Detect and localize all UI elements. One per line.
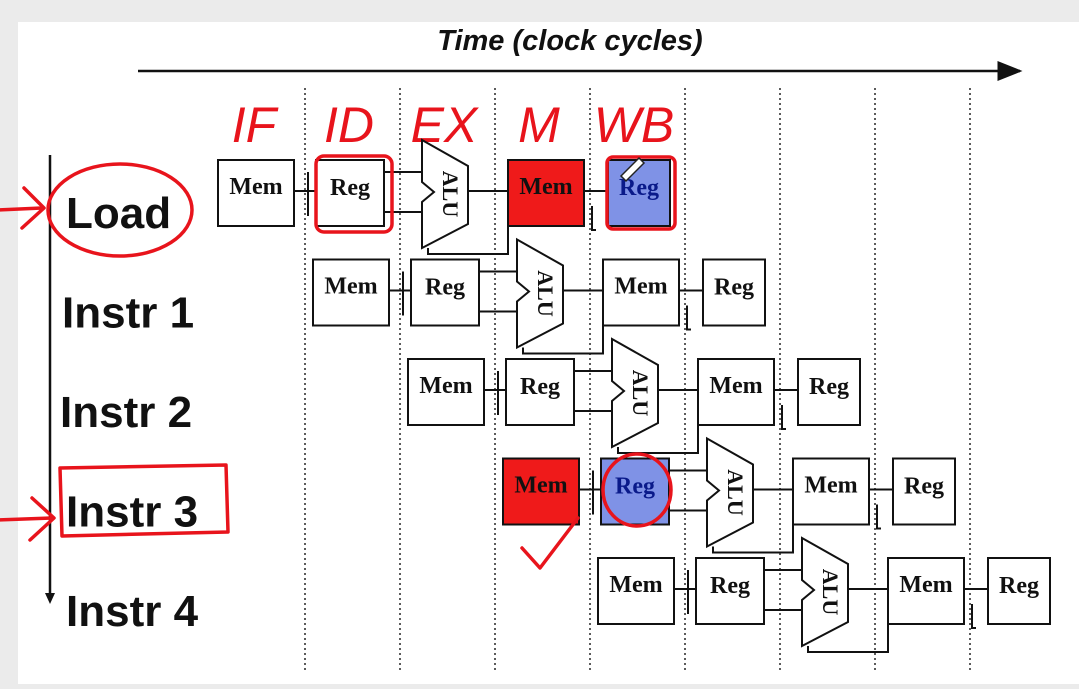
time-axis-title: Time (clock cycles) — [437, 25, 702, 57]
connector — [427, 190, 509, 255]
instruction-memory-box — [502, 457, 580, 526]
mem-label: Mem — [229, 174, 282, 200]
reg-label: Reg — [330, 175, 370, 201]
instruction-row: Instr 4 Mem Reg ALU Mem Reg — [66, 536, 1051, 653]
register-write-box — [607, 159, 671, 227]
instr3-box — [58, 463, 230, 538]
connector — [584, 190, 608, 231]
alu-label: ALU — [438, 171, 463, 218]
connector — [522, 289, 604, 355]
data-memory-box — [602, 258, 680, 327]
check-mark — [520, 516, 580, 570]
connector — [774, 389, 798, 430]
connector — [674, 570, 696, 614]
instruction-memory-box — [217, 159, 295, 227]
reg-label: Reg — [999, 573, 1039, 599]
stage-label-ex: EX — [411, 97, 479, 153]
connector — [764, 569, 802, 611]
reg-label: Reg — [809, 374, 849, 400]
row-label: Instr 2 — [60, 388, 192, 437]
data-memory-box — [887, 557, 965, 625]
connector — [579, 470, 601, 515]
register-read-box — [695, 557, 765, 625]
stage-label-m: M — [518, 97, 560, 153]
alu-shape — [706, 436, 754, 549]
connector — [869, 488, 893, 530]
stage-label-wb: WB — [594, 97, 675, 153]
stage-labels: IF ID EX M WB — [232, 97, 674, 153]
alu-label: ALU — [818, 569, 843, 616]
mem-label: Mem — [324, 274, 377, 300]
clock-cycle-gridlines — [304, 88, 971, 672]
row-label: Instr 4 — [66, 587, 199, 636]
handwritten-annotations — [0, 154, 677, 570]
alu-shape — [611, 337, 659, 449]
stage-label-id: ID — [324, 97, 374, 153]
connector — [617, 389, 699, 454]
alu-label: ALU — [628, 370, 653, 417]
instruction-memory-box — [597, 557, 675, 625]
mem-label: Mem — [614, 274, 667, 300]
register-write-box — [797, 358, 861, 426]
reg-label: Reg — [714, 275, 754, 301]
connector — [574, 370, 612, 412]
mem-label: Mem — [514, 473, 567, 499]
alu-label: ALU — [723, 469, 748, 516]
mem-label: Mem — [804, 473, 857, 499]
connector — [389, 271, 411, 316]
register-write-box — [987, 557, 1051, 625]
mem-label: Mem — [519, 174, 572, 200]
instruction-order-arrowhead — [45, 593, 55, 604]
reg-label: Reg — [425, 275, 465, 301]
instruction-row: Instr 2 Mem Reg ALU Mem Reg — [60, 337, 861, 454]
data-memory-box — [697, 358, 775, 426]
connector — [484, 371, 506, 415]
register-read-box — [315, 159, 385, 227]
mem-label: Mem — [709, 373, 762, 399]
instruction-memory-box — [312, 258, 390, 327]
load-circle — [46, 162, 194, 258]
reg-label: Reg — [615, 474, 655, 500]
instruction-row: Instr 1 Mem Reg ALU Mem Reg — [62, 237, 766, 355]
data-memory-box — [792, 457, 870, 526]
register-write-box — [892, 457, 956, 526]
connector — [712, 488, 794, 554]
reg-highlight — [314, 154, 394, 234]
connector — [669, 469, 707, 512]
mem-label: Mem — [419, 373, 472, 399]
row-label: Instr 1 — [62, 289, 194, 338]
pointer-arrow-instr3 — [0, 496, 56, 542]
connector — [807, 588, 889, 653]
instr3-reg-circle — [601, 452, 673, 528]
row-label: Instr 3 — [66, 488, 198, 537]
pen-cursor-icon — [619, 156, 646, 183]
pointer-arrow-load — [0, 186, 46, 230]
reg-label: Reg — [710, 573, 750, 599]
connector — [964, 588, 988, 629]
wb-highlight — [605, 155, 677, 231]
register-read-box — [410, 258, 480, 327]
alu-label: ALU — [533, 270, 558, 317]
reg-label: Reg — [904, 474, 944, 500]
row-label: Load — [66, 189, 171, 238]
connector — [679, 289, 703, 331]
reg-label: Reg — [520, 374, 560, 400]
register-read-box — [505, 358, 575, 426]
stage-label-if: IF — [232, 97, 279, 153]
connector — [479, 270, 517, 313]
mem-label: Mem — [899, 572, 952, 598]
alu-shape — [516, 237, 564, 350]
alu-shape — [421, 138, 469, 250]
mem-label: Mem — [609, 572, 662, 598]
alu-shape — [801, 536, 849, 648]
data-memory-box — [507, 159, 585, 227]
register-write-box — [702, 258, 766, 327]
instruction-memory-box — [407, 358, 485, 426]
connector — [294, 172, 316, 216]
